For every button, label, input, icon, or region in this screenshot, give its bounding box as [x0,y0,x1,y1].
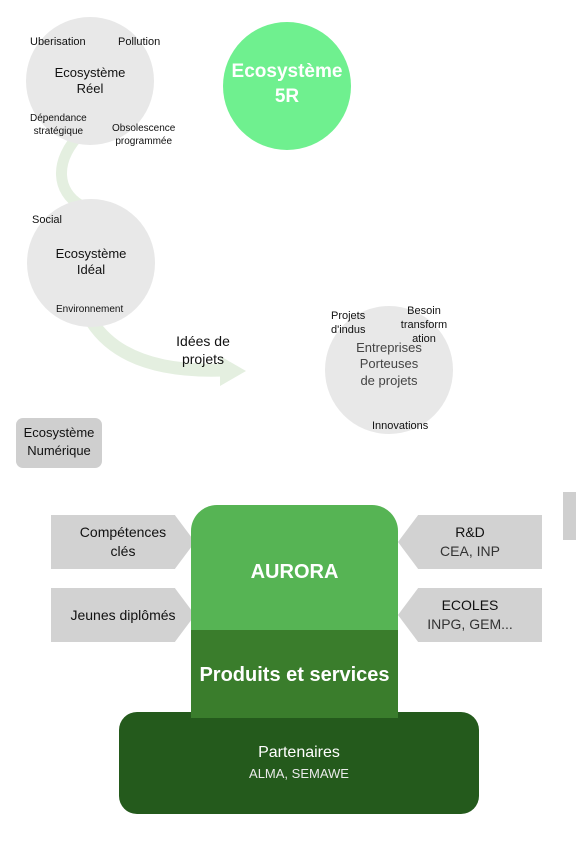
ecosystem-reel-circle [26,17,154,145]
label-besoin-transformation: Besoin transform ation [400,305,448,345]
produits-services-label: Produits et services [199,664,390,686]
label-environnement: Environnement [56,304,124,315]
entreprises-circle [325,306,453,434]
partenaires-subtitle: ALMA, SEMAWE [249,766,349,781]
input-competences-cles: Compétences clés [51,515,195,569]
ideal-to-projets-arrow-body [86,318,225,377]
label-social: Social [32,214,62,226]
ecosystem-5r-circle: Ecosystème 5R [223,22,351,150]
label-innovations: Innovations [372,420,429,432]
aurora-block: AURORA [191,505,398,633]
label-dependance-strategique: Dépendance stratégique [30,113,87,137]
idees-de-projets-label: Idées de projets [176,333,230,367]
aurora-label: AURORA [250,561,339,583]
input-jeunes-diplomes: Jeunes diplômés [51,588,195,642]
ecosystem-reel-title: Ecosystème Réel [54,65,126,97]
ecosystem-numerique-box: Ecosystème Numérique [16,418,102,468]
ecosystem-5r-label: Ecosystème 5R [231,61,343,107]
ecosystem-ideal-title: Ecosystème Idéal [55,246,127,278]
side-tab [563,492,576,540]
input-rd: R&D CEA, INP [398,515,542,569]
label-uberisation: Uberisation [30,36,86,48]
label-projets-indus: Projets d'indus [331,310,366,336]
ideal-to-projets-arrowhead [220,356,246,386]
ecosystem-ideal-circle [27,199,155,327]
partenaires-title: Partenaires [258,744,340,761]
input-ecoles: ECOLES INPG, GEM... [398,588,542,642]
partenaires-block: Partenaires ALMA, SEMAWE [119,712,479,814]
produits-services-block: Produits et services [191,630,398,718]
entreprises-label: Entreprises Porteuses de projets [356,340,422,388]
label-pollution: Pollution [118,36,161,48]
label-obsolescence-programmee: Obsolescence programmée [112,123,176,147]
